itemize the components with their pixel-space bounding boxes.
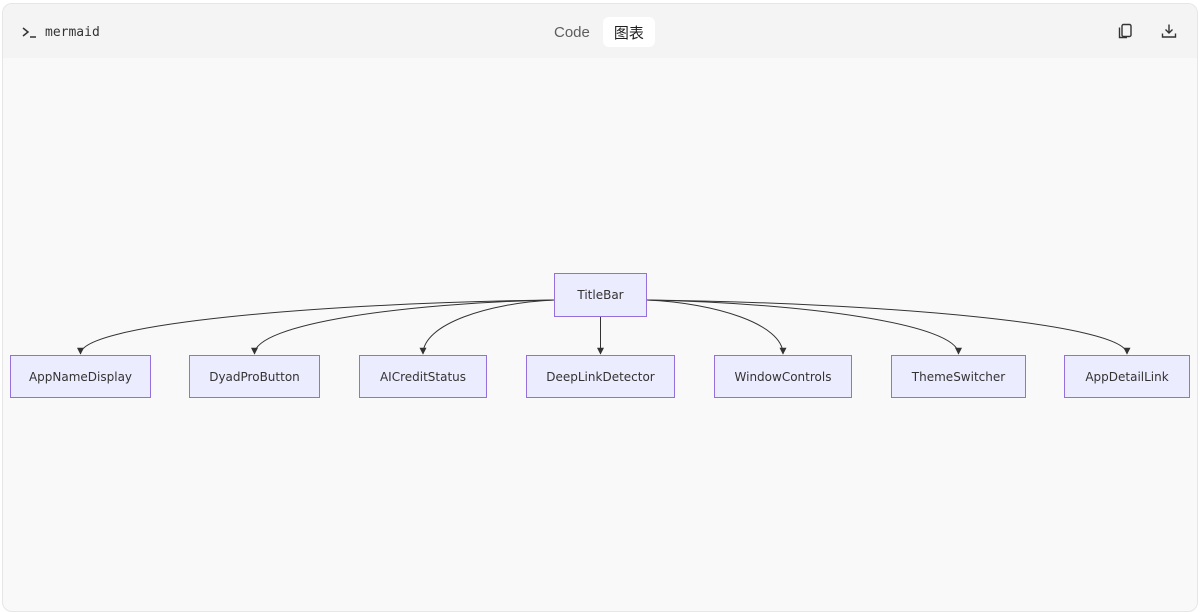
diagram-edges — [77, 299, 1131, 355]
copy-icon[interactable] — [1116, 22, 1134, 40]
node-theme-switcher: ThemeSwitcher — [891, 355, 1026, 398]
node-window-controls: WindowControls — [714, 355, 852, 398]
edge-titlebar-to-themeswitcher — [646, 299, 962, 355]
view-toggle: Code 图表 — [543, 17, 655, 47]
code-block-header: mermaid Code 图表 — [3, 4, 1197, 58]
node-ai-credit-status: AICreditStatus — [359, 355, 487, 398]
node-app-detail-link: AppDetailLink — [1064, 355, 1190, 398]
download-icon[interactable] — [1160, 22, 1178, 40]
node-deep-link-detector: DeepLinkDetector — [526, 355, 675, 398]
node-dyad-pro-button: DyadProButton — [189, 355, 320, 398]
tab-diagram[interactable]: 图表 — [602, 17, 655, 47]
terminal-prompt-icon — [22, 27, 36, 38]
edge-titlebar-to-aicreditstatus — [419, 299, 555, 355]
edge-titlebar-to-appnamedisplay — [77, 299, 555, 355]
node-app-name-display: AppNameDisplay — [10, 355, 151, 398]
language-label: mermaid — [21, 22, 100, 42]
edge-titlebar-to-appdetaillink — [646, 299, 1131, 355]
node-titlebar: TitleBar — [554, 273, 647, 317]
mermaid-code-block: mermaid Code 图表 TitleBar AppNameDispla — [2, 3, 1198, 612]
edge-titlebar-to-windowcontrols — [646, 299, 787, 355]
edge-titlebar-to-dyadprobutton — [251, 299, 555, 355]
language-name: mermaid — [45, 24, 100, 40]
diagram-canvas: TitleBar AppNameDisplay DyadProButton AI… — [3, 58, 1197, 611]
tab-code[interactable]: Code — [554, 23, 590, 41]
